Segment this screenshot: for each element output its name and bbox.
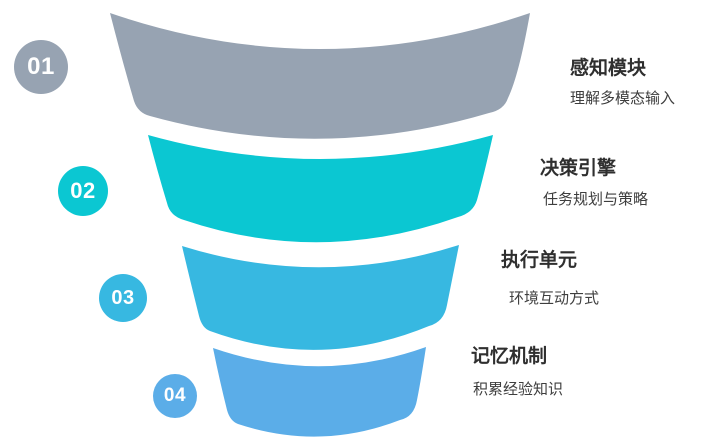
section-4-title: 记忆机制	[471, 346, 548, 367]
funnel-segment-3	[182, 245, 459, 350]
section-1-subtitle: 理解多模态输入	[570, 90, 676, 107]
step-badge-04: 04	[153, 374, 197, 418]
section-2-subtitle: 任务规划与策略	[543, 191, 649, 208]
step-badge-01: 01	[14, 40, 68, 94]
section-3-title: 执行单元	[501, 250, 578, 271]
step-badge-02: 02	[58, 166, 108, 216]
step-badge-03: 03	[99, 274, 147, 322]
funnel-segment-4	[213, 347, 426, 437]
funnel-segment-1	[110, 13, 530, 139]
section-4-subtitle: 积累经验知识	[473, 381, 564, 398]
section-2-title: 决策引擎	[540, 158, 617, 179]
funnel-segment-2	[148, 135, 493, 243]
section-1-title: 感知模块	[570, 58, 647, 79]
section-3-subtitle: 环境互动方式	[509, 290, 600, 307]
